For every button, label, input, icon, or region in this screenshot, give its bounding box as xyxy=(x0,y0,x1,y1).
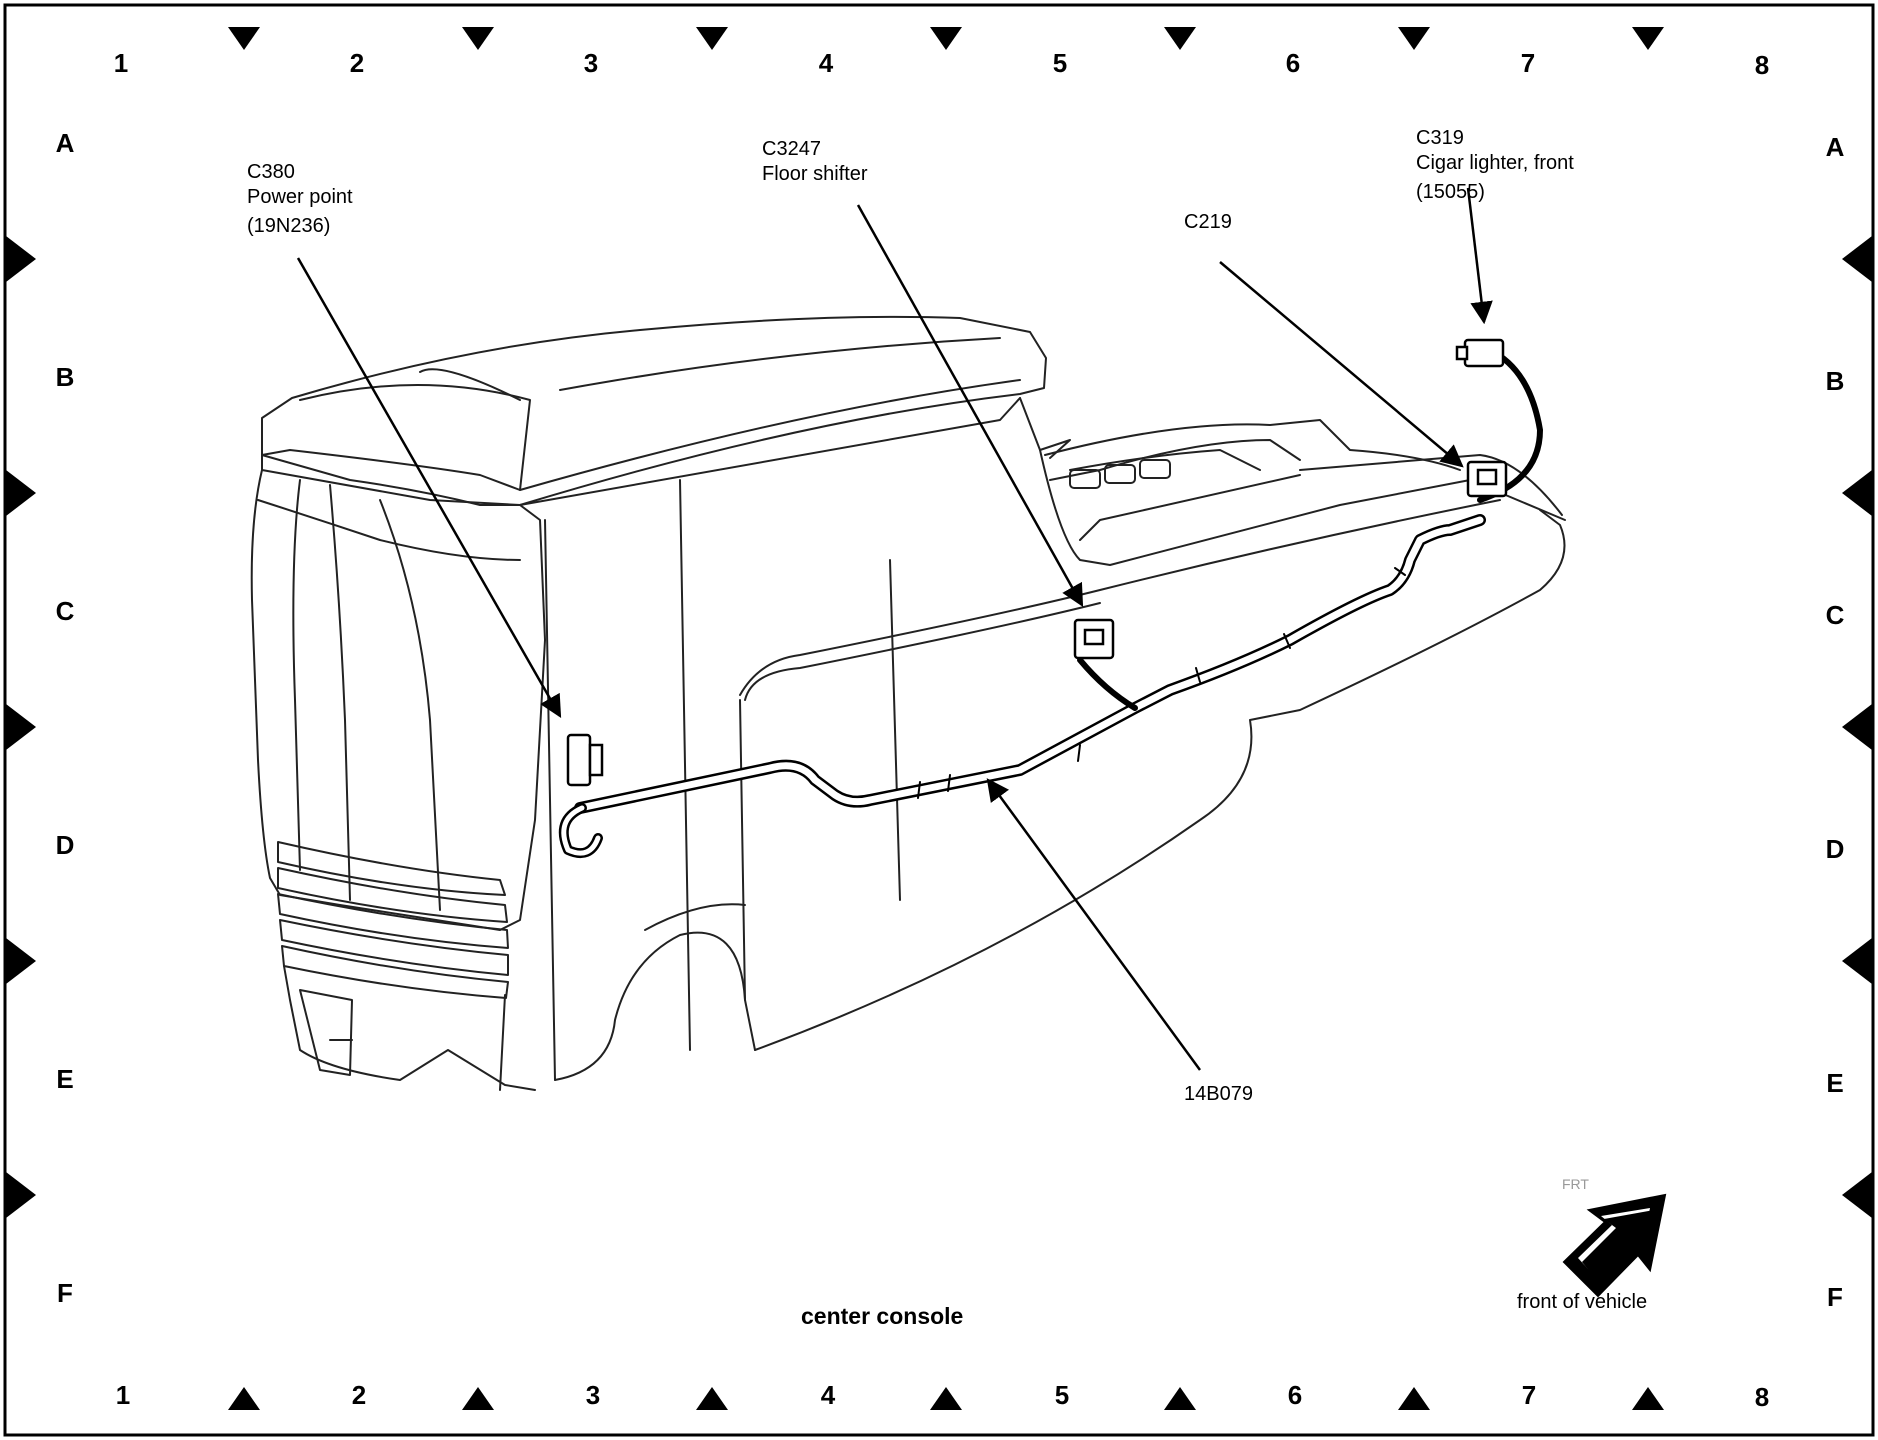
row-label-E: E xyxy=(56,1064,74,1094)
col-label-bottom-1: 1 xyxy=(115,1380,131,1410)
connector-c380-shape xyxy=(566,733,604,787)
col-label-bottom-3: 3 xyxy=(585,1380,601,1410)
front-mark: FRT xyxy=(1562,1176,1589,1192)
callout-c3247-desc: Floor shifter xyxy=(762,163,868,185)
callout-c3247-id: C3247 xyxy=(762,138,821,160)
callout-c3247: C3247 Floor shifter xyxy=(762,137,868,187)
row-label-F: F xyxy=(57,1278,73,1308)
col-label-bottom-6: 6 xyxy=(1287,1380,1303,1410)
col-label-bottom-4: 4 xyxy=(820,1380,836,1410)
callout-c380-id: C380 xyxy=(247,161,295,183)
callout-c219-id: C219 xyxy=(1184,211,1232,233)
row-label-B: B xyxy=(55,362,75,392)
row-label-right-D: D xyxy=(1825,834,1845,864)
row-label-right-E: E xyxy=(1826,1068,1844,1098)
col-label-3: 3 xyxy=(583,48,599,78)
row-label-D: D xyxy=(55,830,75,860)
col-label-2: 2 xyxy=(349,48,365,78)
callout-c380: C380 Power point (19N236) xyxy=(247,160,353,239)
callout-c319-id: C319 xyxy=(1416,127,1464,149)
row-label-right-B: B xyxy=(1825,366,1845,396)
connector-c3247-shape xyxy=(1073,618,1115,660)
row-label-C: C xyxy=(55,596,75,626)
callout-c380-part: (19N236) xyxy=(247,215,331,237)
wiring-harness-14B079 xyxy=(558,347,1543,858)
row-label-A: A xyxy=(55,128,75,158)
front-of-vehicle-label: front of vehicle xyxy=(1517,1291,1648,1313)
center-console-drawing xyxy=(250,315,1566,1091)
front-of-vehicle-arrow-icon xyxy=(1562,1193,1667,1298)
col-label-bottom-7: 7 xyxy=(1521,1380,1537,1410)
col-label-7: 7 xyxy=(1520,48,1536,78)
callout-c319: C319 Cigar lighter, front (15055) xyxy=(1416,126,1574,205)
callout-c380-desc: Power point xyxy=(247,186,353,208)
row-label-right-F: F xyxy=(1827,1282,1843,1312)
callout-c319-desc: Cigar lighter, front xyxy=(1416,152,1574,174)
col-label-bottom-5: 5 xyxy=(1054,1380,1070,1410)
row-label-right-A: A xyxy=(1825,132,1845,162)
row-label-right-C: C xyxy=(1825,600,1845,630)
leader-lines xyxy=(296,187,1493,1071)
col-label-bottom-2: 2 xyxy=(351,1380,367,1410)
col-label-bottom-8: 8 xyxy=(1754,1382,1770,1412)
connector-c219-shape xyxy=(1466,460,1508,498)
col-label-6: 6 xyxy=(1285,48,1301,78)
diagram-title: center console xyxy=(801,1303,964,1329)
callout-14B079: 14B079 xyxy=(1184,1082,1253,1107)
callout-c319-part: (15055) xyxy=(1416,181,1485,203)
callout-c219: C219 xyxy=(1184,210,1232,235)
callout-14B079-id: 14B079 xyxy=(1184,1083,1253,1105)
col-label-5: 5 xyxy=(1052,48,1068,78)
col-label-8: 8 xyxy=(1754,50,1770,80)
col-label-1: 1 xyxy=(113,48,129,78)
connector-c319-shape xyxy=(1455,338,1505,368)
grid-markers xyxy=(6,27,1872,1410)
col-label-4: 4 xyxy=(818,48,834,78)
